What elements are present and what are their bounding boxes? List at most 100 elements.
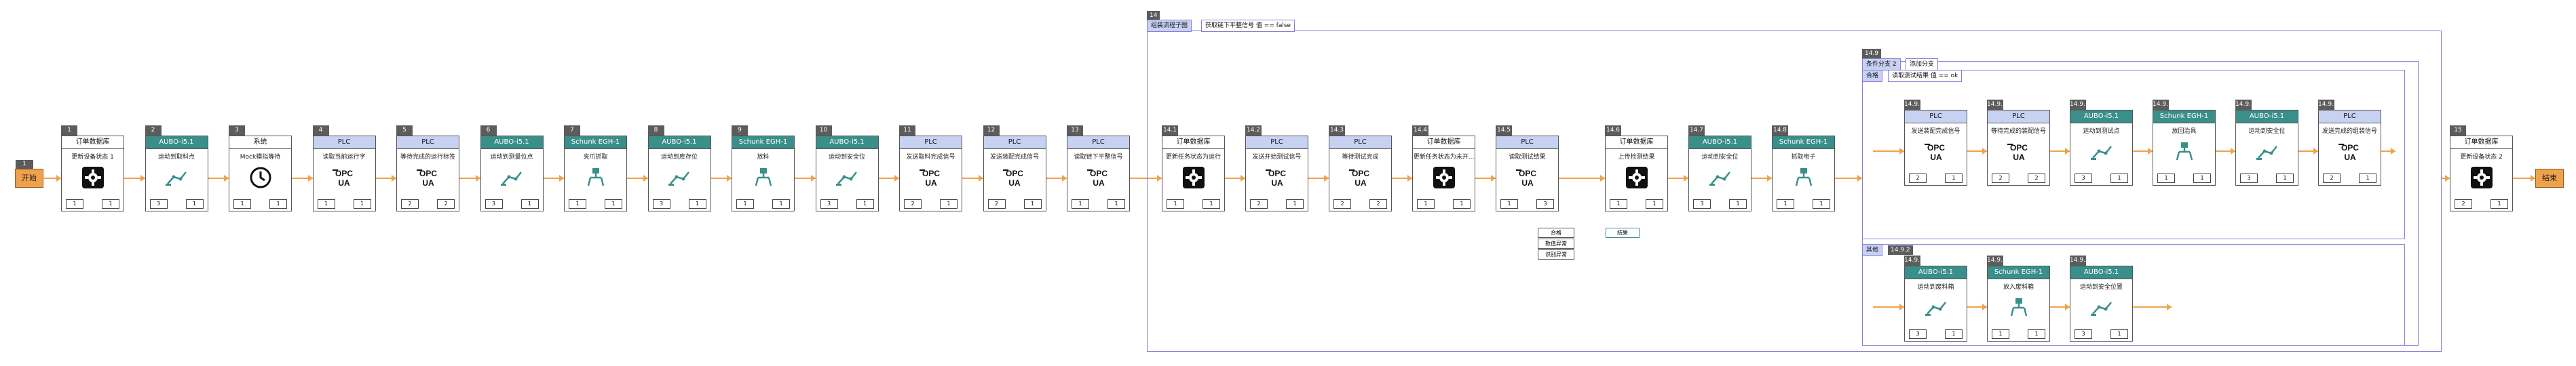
input-port[interactable]: 2 [401, 199, 419, 209]
output-port[interactable]: 1 [2193, 174, 2211, 183]
output-port[interactable]: 3 [1536, 199, 1554, 209]
input-port[interactable]: 2 [987, 199, 1006, 209]
start-node[interactable]: 1 开始 [15, 160, 43, 188]
loop-condition[interactable]: 获取链下平整信号 值 == false [1201, 20, 1295, 32]
input-port[interactable]: 1 [1610, 199, 1627, 209]
input-port[interactable]: 2 [1333, 199, 1351, 209]
output-port[interactable]: 1 [1286, 199, 1304, 209]
output-port[interactable]: 1 [1202, 199, 1220, 209]
end-node[interactable]: 结束 [2535, 169, 2564, 188]
input-port[interactable]: 2 [2323, 174, 2341, 183]
output-port[interactable]: 1 [688, 199, 706, 209]
output-port[interactable]: 1 [2110, 174, 2128, 183]
output-port[interactable]: 1 [185, 199, 204, 209]
loop-frame[interactable] [1147, 30, 2442, 352]
output-port[interactable]: 1 [1945, 329, 1963, 339]
input-port[interactable]: 1 [1500, 199, 1518, 209]
output-port[interactable]: 1 [2359, 174, 2376, 183]
output-port[interactable]: 1 [1023, 199, 1042, 209]
output-port[interactable]: 2 [437, 199, 455, 209]
output-port[interactable]: 1 [1107, 199, 1125, 209]
output-port[interactable]: 1 [1453, 199, 1471, 209]
branch-value-error[interactable]: 数值异常 [1538, 239, 1574, 249]
output-port[interactable]: 1 [940, 199, 958, 209]
output-port[interactable]: 1 [2490, 199, 2508, 209]
input-port[interactable]: 1 [1992, 329, 2009, 339]
case-ok-expr[interactable]: 读取测试结果 值 == ok [1888, 70, 1963, 82]
input-port[interactable]: 3 [485, 199, 503, 209]
output-port[interactable]: 1 [1813, 199, 1830, 209]
case-else-frame[interactable] [1862, 244, 2405, 346]
output-port[interactable]: 1 [605, 199, 622, 209]
input-port[interactable]: 3 [652, 199, 670, 209]
condition-header-a[interactable]: 条件分支 2 [1862, 58, 1901, 70]
output-port[interactable]: 1 [520, 199, 539, 209]
input-port[interactable]: 1 [569, 199, 586, 209]
case-ok-label[interactable]: 合格 [1862, 70, 1883, 82]
output-port[interactable]: 1 [102, 199, 119, 209]
input-port[interactable]: 1 [1777, 199, 1794, 209]
input-port[interactable]: 3 [149, 199, 168, 209]
input-port[interactable]: 1 [66, 199, 83, 209]
input-port[interactable]: 3 [1909, 329, 1927, 339]
output-port[interactable]: 1 [353, 199, 371, 209]
input-port[interactable]: 3 [1693, 199, 1711, 209]
input-port[interactable]: 2 [1992, 174, 2009, 183]
output-port[interactable]: 1 [2110, 329, 2128, 339]
output-port[interactable]: 1 [2028, 329, 2045, 339]
input-port[interactable]: 1 [1167, 199, 1184, 209]
output-port[interactable]: 1 [269, 199, 287, 209]
result-label[interactable]: 结果 [1606, 228, 1640, 238]
output-port[interactable]: 1 [1646, 199, 1663, 209]
output-port[interactable]: 2 [1369, 199, 1387, 209]
input-port[interactable]: 2 [1250, 199, 1268, 209]
output-port[interactable]: 1 [772, 199, 790, 209]
input-port[interactable]: 1 [233, 199, 251, 209]
input-port[interactable]: 1 [1417, 199, 1435, 209]
input-port[interactable]: 2 [2455, 199, 2472, 209]
output-port[interactable]: 1 [1945, 174, 1963, 183]
input-port[interactable]: 1 [317, 199, 335, 209]
branch-recognition-error[interactable]: 识别异常 [1538, 249, 1574, 260]
loop-title[interactable]: 组装流程子图 [1147, 20, 1192, 32]
branch-ok[interactable]: 合格 [1538, 228, 1574, 238]
input-port[interactable]: 3 [820, 199, 838, 209]
input-port[interactable]: 2 [1909, 174, 1927, 183]
input-port[interactable]: 1 [2157, 174, 2175, 183]
output-port[interactable]: 1 [856, 199, 874, 209]
output-port[interactable]: 2 [2028, 174, 2045, 183]
condition-header-b[interactable]: 添加分支 [1906, 58, 1939, 70]
input-port[interactable]: 2 [904, 199, 922, 209]
output-port[interactable]: 1 [2276, 174, 2294, 183]
case-else-label[interactable]: 其他 [1862, 244, 1883, 256]
